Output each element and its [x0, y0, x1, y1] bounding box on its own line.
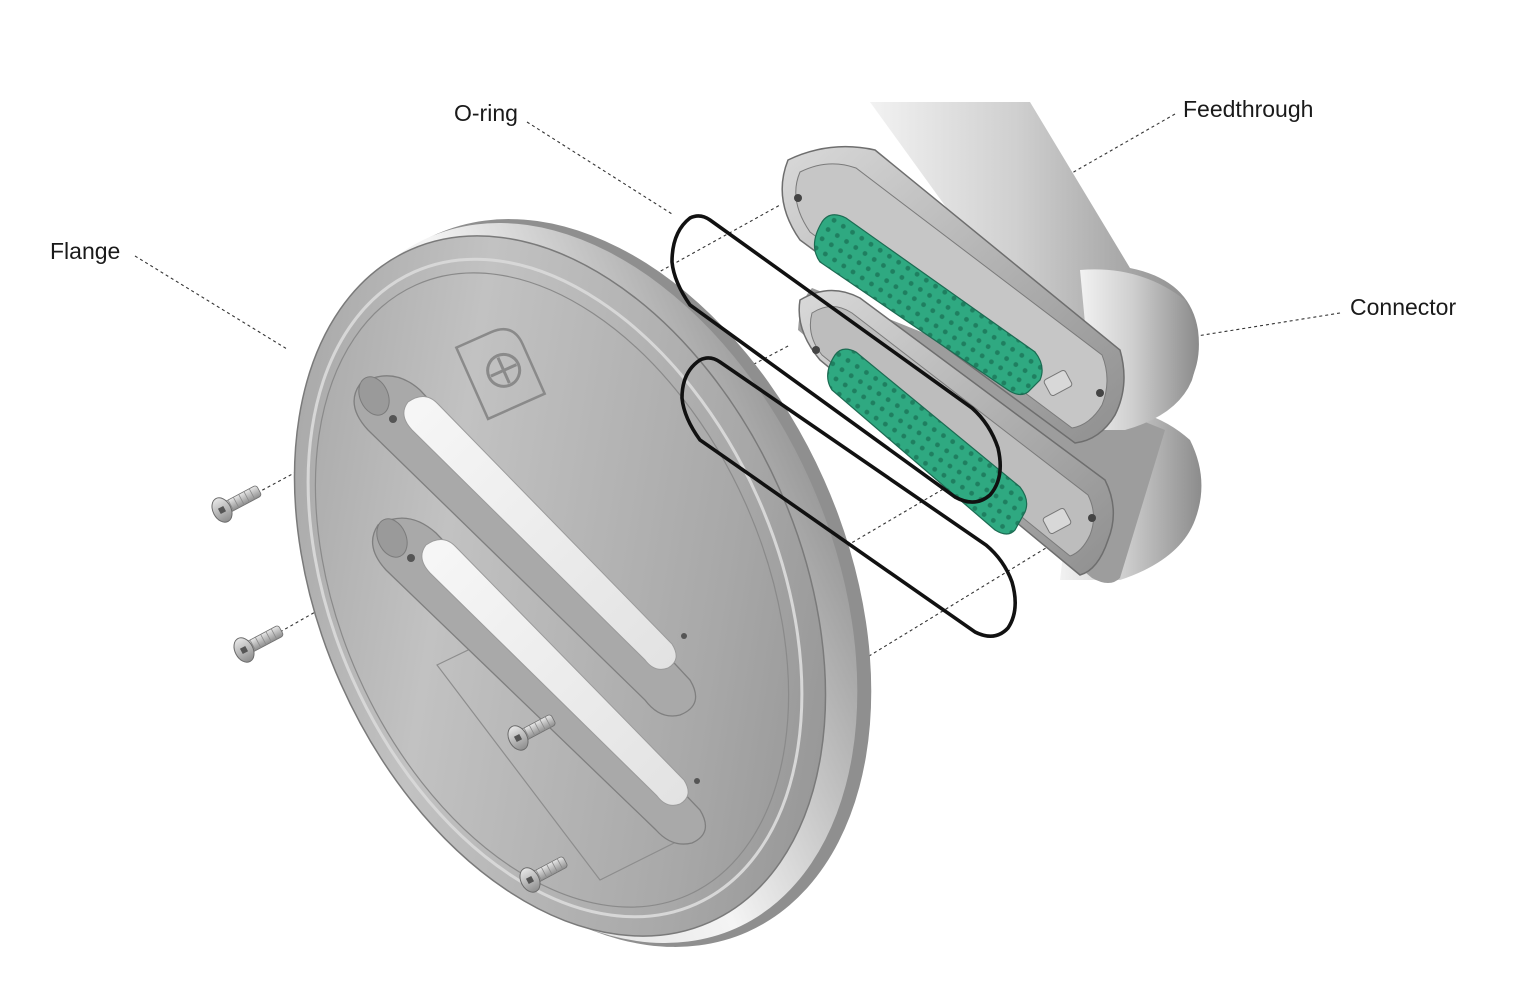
- connector-lower: [827, 348, 1028, 535]
- flange-slot-lower: [371, 517, 707, 845]
- o-rings: [670, 214, 1017, 638]
- feedthrough-lower: [798, 288, 1202, 583]
- flange: [293, 219, 872, 947]
- screw: [211, 485, 262, 523]
- flange-leader: [134, 255, 288, 350]
- o-ring-label: O-ring: [454, 100, 518, 126]
- align-line-top: [602, 204, 781, 304]
- o-ring-upper: [670, 214, 1002, 504]
- flange-slot-upper: [353, 375, 697, 717]
- o-ring-lower: [680, 356, 1017, 638]
- feedthrough-label: Feedthrough: [1183, 96, 1314, 122]
- screw: [233, 625, 284, 663]
- screw: [507, 714, 556, 751]
- feedthrough-brand-logo-icon: [454, 328, 547, 421]
- screw: [519, 856, 568, 893]
- feedthrough-upper: [781, 102, 1199, 444]
- connector-label: Connector: [1350, 294, 1457, 320]
- oring-leader: [526, 121, 673, 215]
- connector-upper: [813, 214, 1043, 396]
- flange-label: Flange: [50, 238, 121, 264]
